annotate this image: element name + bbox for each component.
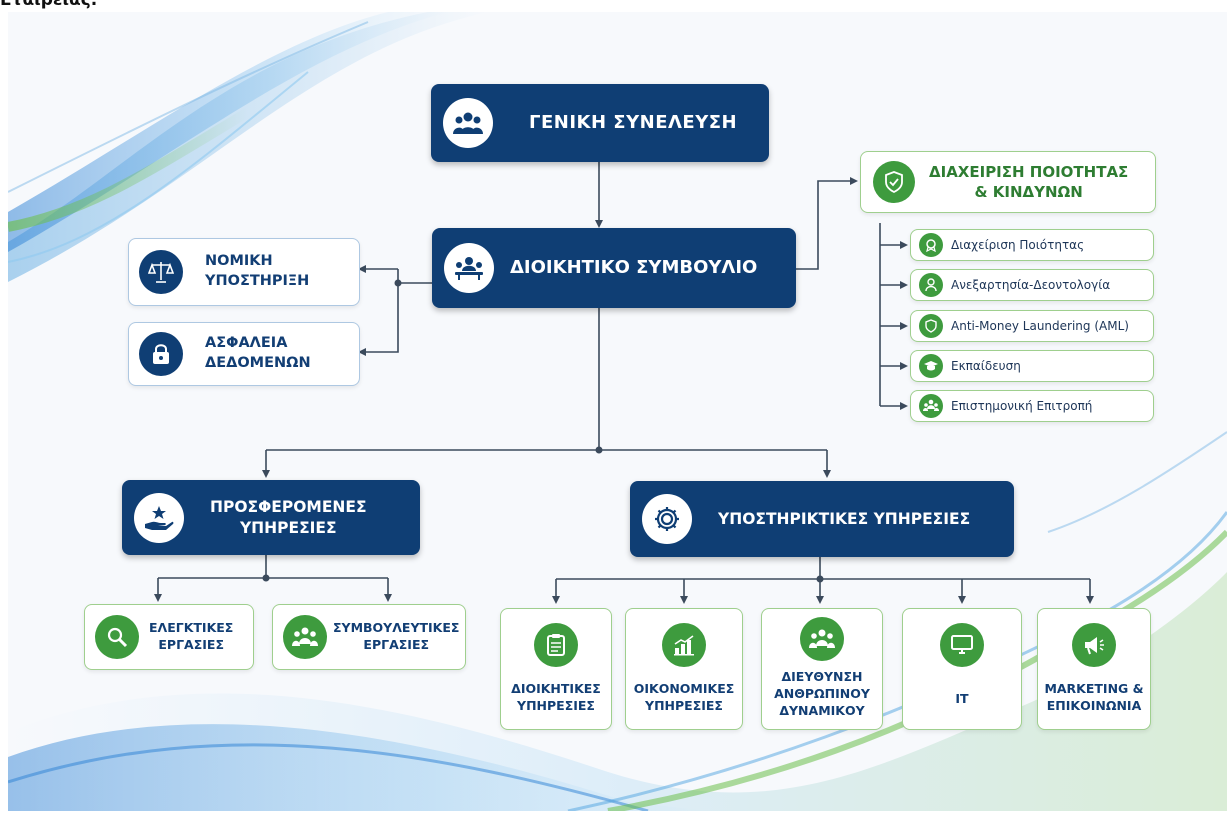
audit-work-title: ΕΛΕΓΚΤΙΚΕΣ ΕΡΓΑΣΙΕΣ — [149, 620, 233, 654]
shield-icon — [919, 314, 943, 338]
quality-item-label: Διαχείριση Ποιότητας — [951, 238, 1085, 252]
bar-chart-icon — [662, 623, 706, 667]
supporting-services-label: ΥΠΟΣΤΗΡΙΚΤΙΚΕΣ ΥΠΗΡΕΣΙΕΣ — [718, 509, 971, 528]
data-security-title: ΑΣΦΑΛΕΙΑ ΔΕΔΟΜΕΝΩΝ — [205, 334, 311, 373]
offered-services-box[interactable]: ΠΡΟΣΦΕΡΟΜΕΝΕΣ ΥΠΗΡΕΣΙΕΣ — [122, 480, 420, 555]
team-icon — [800, 617, 844, 661]
background-waves — [8, 12, 1227, 811]
hr-title: ΔΙΕΥΘΥΝΣΗ ΑΝΘΡΩΠΙΝΟΥ ΔΥΝΑΜΙΚΟΥ — [774, 669, 870, 720]
quality-risk-line1: ΔΙΑΧΕΙΡΙΣΗ ΠΟΙΟΤΗΤΑΣ — [929, 162, 1129, 181]
hr-box[interactable]: ΔΙΕΥΘΥΝΣΗ ΑΝΘΡΩΠΙΝΟΥ ΔΥΝΑΜΙΚΟΥ — [761, 608, 883, 730]
marketing-line1: MARKETING & — [1044, 681, 1144, 696]
group-icon — [443, 98, 493, 148]
graduation-cap-icon — [919, 354, 943, 378]
finance-services-line1: ΟΙΚΟΝΟΜΙΚΕΣ — [633, 681, 735, 696]
marketing-box[interactable]: MARKETING & ΕΠΙΚΟΙΝΩΝΙΑ — [1037, 608, 1151, 730]
admin-services-line2: ΥΠΗΡΕΣΙΕΣ — [517, 697, 595, 713]
quality-item-label: Anti-Money Laundering (AML) — [951, 319, 1129, 333]
supporting-services-box[interactable]: ΥΠΟΣΤΗΡΙΚΤΙΚΕΣ ΥΠΗΡΕΣΙΕΣ — [630, 481, 1014, 557]
quality-item-quality-management[interactable]: Διαχείριση Ποιότητας — [910, 229, 1154, 261]
admin-services-title: ΔΙΟΙΚΗΤΙΚΕΣ ΥΠΗΡΕΣΙΕΣ — [511, 681, 601, 715]
quality-risk-box[interactable]: ΔΙΑΧΕΙΡΙΣΗ ΠΟΙΟΤΗΤΑΣ & ΚΙΝΔΥΝΩΝ — [860, 151, 1156, 213]
quality-item-independence[interactable]: Ανεξαρτησία-Δεοντολογία — [910, 269, 1154, 301]
person-icon — [919, 273, 943, 297]
offered-services-title: ΠΡΟΣΦΕΡΟΜΕΝΕΣ ΥΠΗΡΕΣΙΕΣ — [210, 497, 367, 537]
data-security-line1: ΑΣΦΑΛΕΙΑ — [205, 335, 288, 352]
megaphone-icon — [1072, 623, 1116, 667]
top-caption: Εταιρείας. — [0, 0, 98, 10]
finance-services-line2: ΥΠΗΡΕΣΙΕΣ — [645, 697, 723, 713]
consulting-work-line1: ΣΥΜΒΟΥΛΕΥΤΙΚΕΣ — [333, 620, 460, 636]
marketing-title: MARKETING & ΕΠΙΚΟΙΝΩΝΙΑ — [1044, 681, 1143, 715]
audit-work-box[interactable]: ΕΛΕΓΚΤΙΚΕΣ ΕΡΓΑΣΙΕΣ — [84, 604, 254, 670]
magnifier-icon — [95, 615, 139, 659]
audit-work-line2: ΕΡΓΑΣΙΕΣ — [158, 637, 224, 652]
consulting-work-line2: ΕΡΓΑΣΙΕΣ — [363, 637, 430, 652]
team-icon — [919, 394, 943, 418]
award-icon — [919, 233, 943, 257]
consulting-work-title: ΣΥΜΒΟΥΛΕΥΤΙΚΕΣ ΕΡΓΑΣΙΕΣ — [333, 620, 459, 654]
quality-item-label: Επιστημονική Επιτροπή — [951, 399, 1093, 413]
general-assembly-label: ΓΕΝΙΚΗ ΣΥΝΕΛΕΥΣΗ — [529, 112, 738, 134]
admin-services-box[interactable]: ΔΙΟΙΚΗΤΙΚΕΣ ΥΠΗΡΕΣΙΕΣ — [500, 608, 612, 730]
marketing-line2: ΕΠΙΚΟΙΝΩΝΙΑ — [1046, 697, 1142, 713]
monitor-icon — [940, 623, 984, 667]
hr-line1: ΔΙΕΥΘΥΝΣΗ — [781, 669, 863, 684]
hr-line2: ΑΝΘΡΩΠΙΝΟΥ — [774, 685, 870, 701]
general-assembly-box[interactable]: ΓΕΝΙΚΗ ΣΥΝΕΛΕΥΣΗ — [431, 84, 769, 162]
data-security-box[interactable]: ΑΣΦΑΛΕΙΑ ΔΕΔΟΜΕΝΩΝ — [128, 322, 360, 386]
quality-item-label: Ανεξαρτησία-Δεοντολογία — [951, 278, 1111, 292]
org-chart-canvas: ΓΕΝΙΚΗ ΣΥΝΕΛΕΥΣΗ ΔΙΟΙΚΗΤΙΚΟ ΣΥΜΒΟΥΛΙΟ — [8, 12, 1227, 811]
finance-services-title: ΟΙΚΟΝΟΜΙΚΕΣ ΥΠΗΡΕΣΙΕΣ — [634, 681, 735, 715]
quality-item-aml[interactable]: Anti-Money Laundering (AML) — [910, 310, 1154, 342]
people-icon — [283, 615, 327, 659]
offered-services-line1: ΠΡΟΣΦΕΡΟΜΕΝΕΣ — [210, 498, 367, 517]
lock-icon — [139, 332, 183, 376]
board-label: ΔΙΟΙΚΗΤΙΚΟ ΣΥΜΒΟΥΛΙΟ — [510, 257, 758, 279]
quality-item-training[interactable]: Εκπαίδευση — [910, 350, 1154, 382]
gear-icon — [642, 494, 692, 544]
board-box[interactable]: ΔΙΟΙΚΗΤΙΚΟ ΣΥΜΒΟΥΛΙΟ — [432, 228, 796, 308]
legal-support-line2: ΥΠΟΣΤΗΡΙΞΗ — [205, 273, 310, 289]
admin-services-line1: ΔΙΟΙΚΗΤΙΚΕΣ — [511, 681, 601, 696]
legal-support-title: ΝΟΜΙΚΗ ΥΠΟΣΤΗΡΙΞΗ — [205, 252, 309, 291]
quality-item-label: Εκπαίδευση — [951, 359, 1021, 373]
it-box[interactable]: IT — [902, 608, 1022, 730]
audit-work-line1: ΕΛΕΓΚΤΙΚΕΣ — [149, 620, 234, 636]
quality-risk-line2: & ΚΙΝΔΥΝΩΝ — [974, 183, 1083, 201]
connector-lines — [154, 162, 1094, 604]
offered-services-line2: ΥΠΗΡΕΣΙΕΣ — [239, 518, 337, 537]
legal-support-line1: ΝΟΜΙΚΗ — [205, 253, 273, 270]
legal-support-box[interactable]: ΝΟΜΙΚΗ ΥΠΟΣΤΗΡΙΞΗ — [128, 238, 360, 306]
it-title: IT — [955, 691, 968, 708]
consulting-work-box[interactable]: ΣΥΜΒΟΥΛΕΥΤΙΚΕΣ ΕΡΓΑΣΙΕΣ — [272, 604, 466, 670]
it-line1: IT — [955, 691, 969, 706]
quality-risk-title: ΔΙΑΧΕΙΡΙΣΗ ΠΟΙΟΤΗΤΑΣ & ΚΙΝΔΥΝΩΝ — [929, 162, 1128, 203]
clipboard-icon — [534, 623, 578, 667]
scales-icon — [139, 250, 183, 294]
quality-item-scientific-committee[interactable]: Επιστημονική Επιτροπή — [910, 390, 1154, 422]
hr-line3: ΔΥΝΑΜΙΚΟΥ — [779, 702, 865, 718]
hand-star-icon — [134, 492, 184, 543]
data-security-line2: ΔΕΔΟΜΕΝΩΝ — [205, 355, 311, 371]
meeting-icon — [444, 243, 494, 293]
finance-services-box[interactable]: ΟΙΚΟΝΟΜΙΚΕΣ ΥΠΗΡΕΣΙΕΣ — [625, 608, 743, 730]
shield-check-icon — [873, 161, 915, 203]
